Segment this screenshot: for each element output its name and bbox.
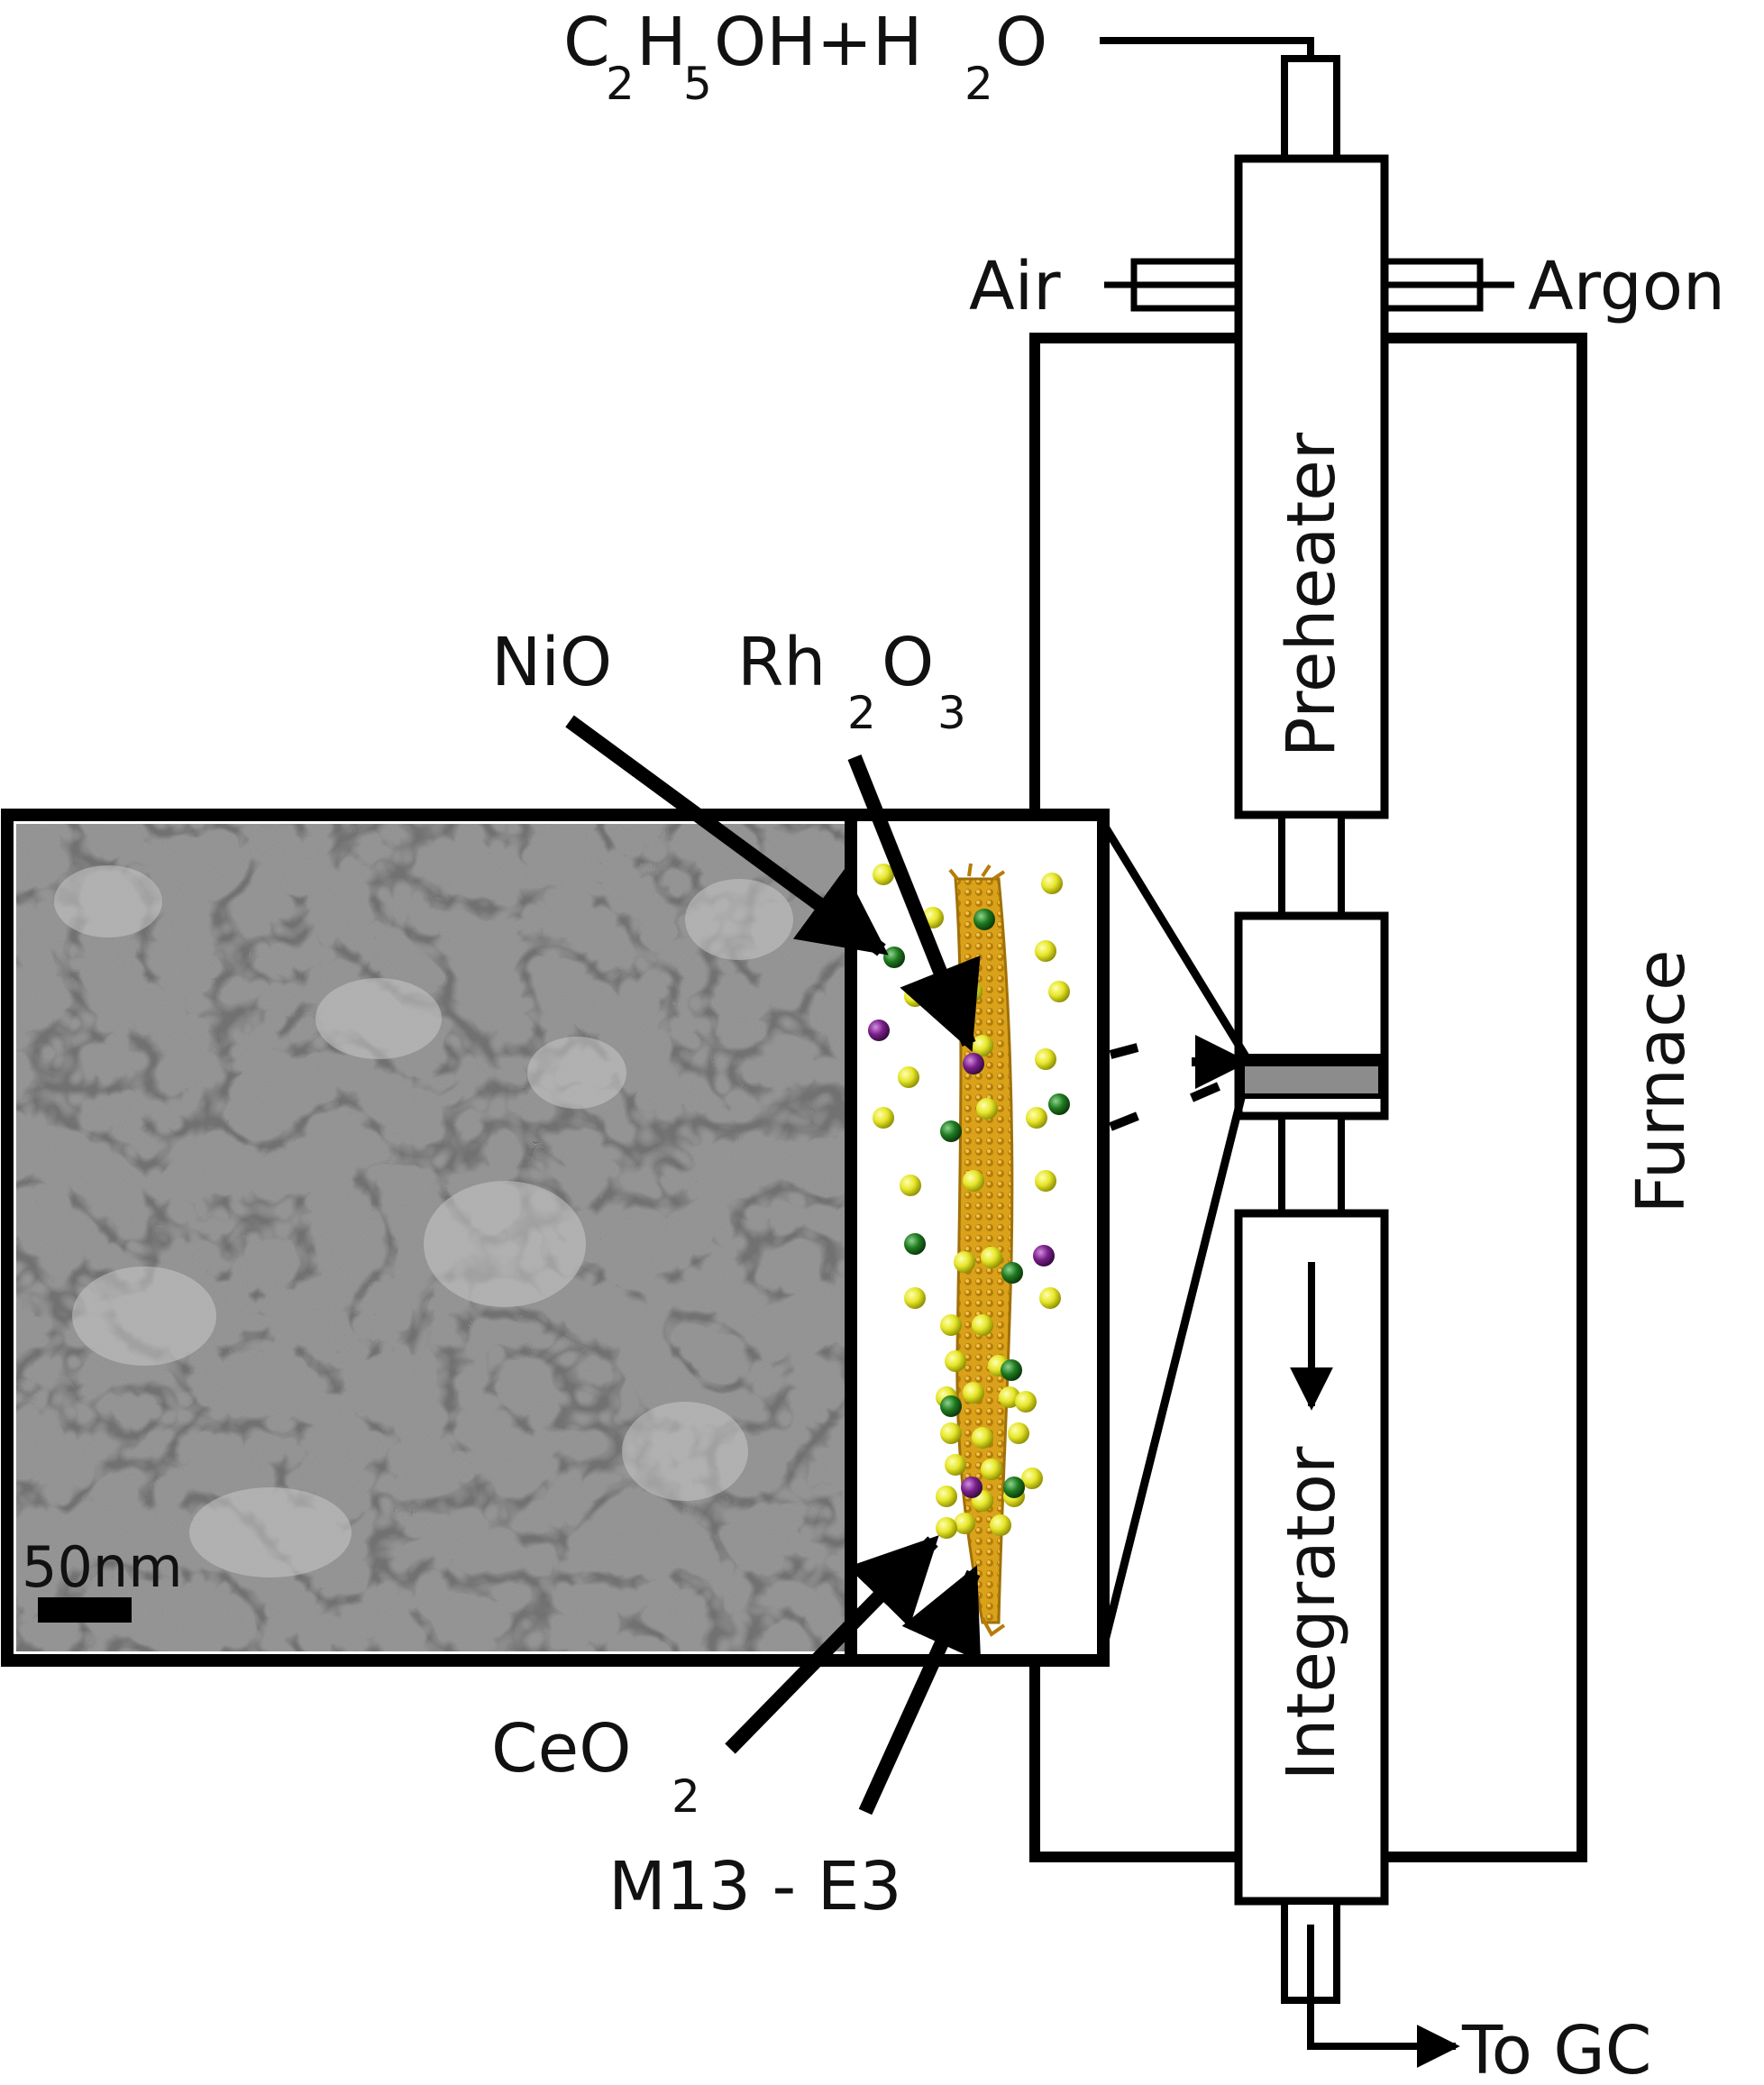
feed-label: C 2 H 5 OH+H 2 O (563, 4, 1047, 110)
nio-particles (883, 909, 1070, 1498)
connector-tube-lower (1278, 1112, 1345, 1217)
svg-text:OH+H: OH+H (714, 4, 923, 81)
m13-label: M13 - E3 (608, 1848, 902, 1925)
nio-arrow (565, 715, 889, 956)
integrator-label: Integrator (1273, 1446, 1350, 1780)
rh2o3-arrow (847, 754, 981, 1052)
inlet-tube (1281, 55, 1340, 166)
scale-bar (38, 1597, 132, 1623)
svg-text:Rh: Rh (737, 624, 826, 701)
svg-text:3: 3 (937, 687, 966, 739)
bed-flow-arrow-3 (1109, 1111, 1139, 1131)
preheater-box (1234, 154, 1389, 819)
svg-text:2: 2 (672, 1770, 700, 1823)
ceo2-arrow (725, 1535, 939, 1754)
preheater-label: Preheater (1273, 432, 1350, 757)
furnace-label: Furnace (1622, 949, 1700, 1213)
scale-bar-label: 50nm (22, 1534, 183, 1600)
svg-text:O: O (882, 624, 934, 701)
svg-text:CeO: CeO (491, 1710, 631, 1788)
svg-text:2: 2 (964, 58, 993, 110)
connector-tube-upper (1278, 811, 1345, 919)
svg-text:5: 5 (683, 58, 712, 110)
projection-line-top (1094, 812, 1249, 1059)
svg-text:2: 2 (606, 58, 635, 110)
feed-line (1100, 37, 1332, 131)
outlet-line (1307, 1925, 1460, 2068)
svg-text:C: C (563, 4, 610, 81)
bed-flow-arrow-1 (1109, 1043, 1139, 1059)
to-gc-label: To GC (1461, 2012, 1651, 2085)
projection-line-bottom (1097, 1093, 1247, 1657)
ceo2-label: CeO 2 (491, 1710, 700, 1823)
nio-label: NiO (491, 624, 612, 701)
m13-arrow (858, 1565, 982, 1815)
svg-text:H: H (636, 4, 687, 81)
argon-label: Argon (1528, 248, 1725, 325)
bed-flow-arrow-4 (1190, 1082, 1220, 1102)
tem-image (16, 824, 847, 1651)
rh2o3-label: Rh 2 O 3 (737, 624, 966, 739)
rh2o3-particles (868, 1020, 1055, 1498)
svg-text:O: O (995, 4, 1047, 81)
svg-text:2: 2 (847, 687, 876, 739)
air-label: Air (969, 248, 1061, 325)
